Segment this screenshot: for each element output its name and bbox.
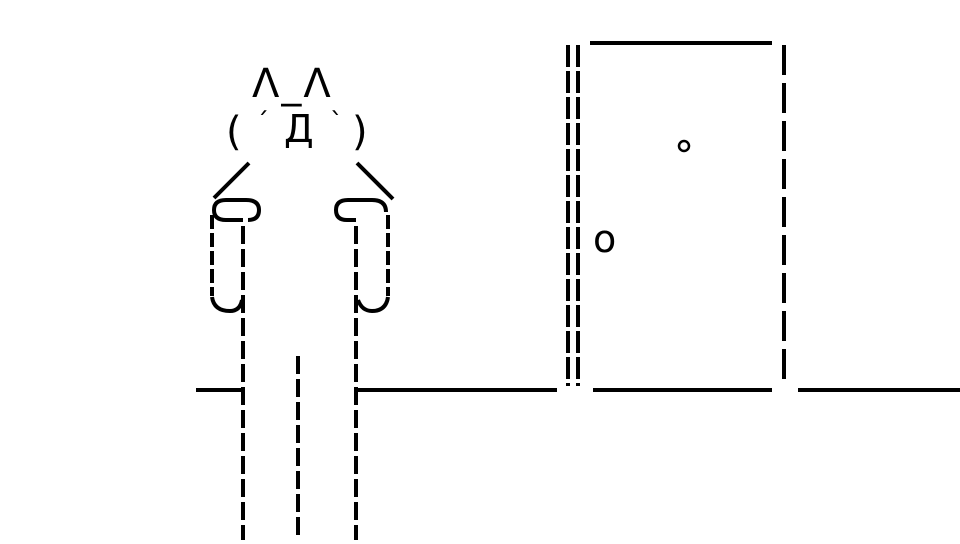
right-arm-bottom: [356, 296, 390, 314]
right-hand: [333, 198, 388, 222]
right-shoulder: [355, 161, 395, 201]
right-eye: `: [330, 108, 343, 138]
left-arm-bottom: [210, 296, 244, 314]
right-cheek: ): [352, 109, 368, 155]
left-eye: ´: [256, 108, 269, 138]
left-shoulder: [212, 161, 251, 200]
door-knob: o: [593, 217, 617, 261]
mouth: Д: [284, 107, 314, 151]
left-cheek: (: [226, 109, 242, 155]
left-hand: [211, 198, 262, 222]
cat-ears: Λ_Λ: [252, 61, 333, 107]
